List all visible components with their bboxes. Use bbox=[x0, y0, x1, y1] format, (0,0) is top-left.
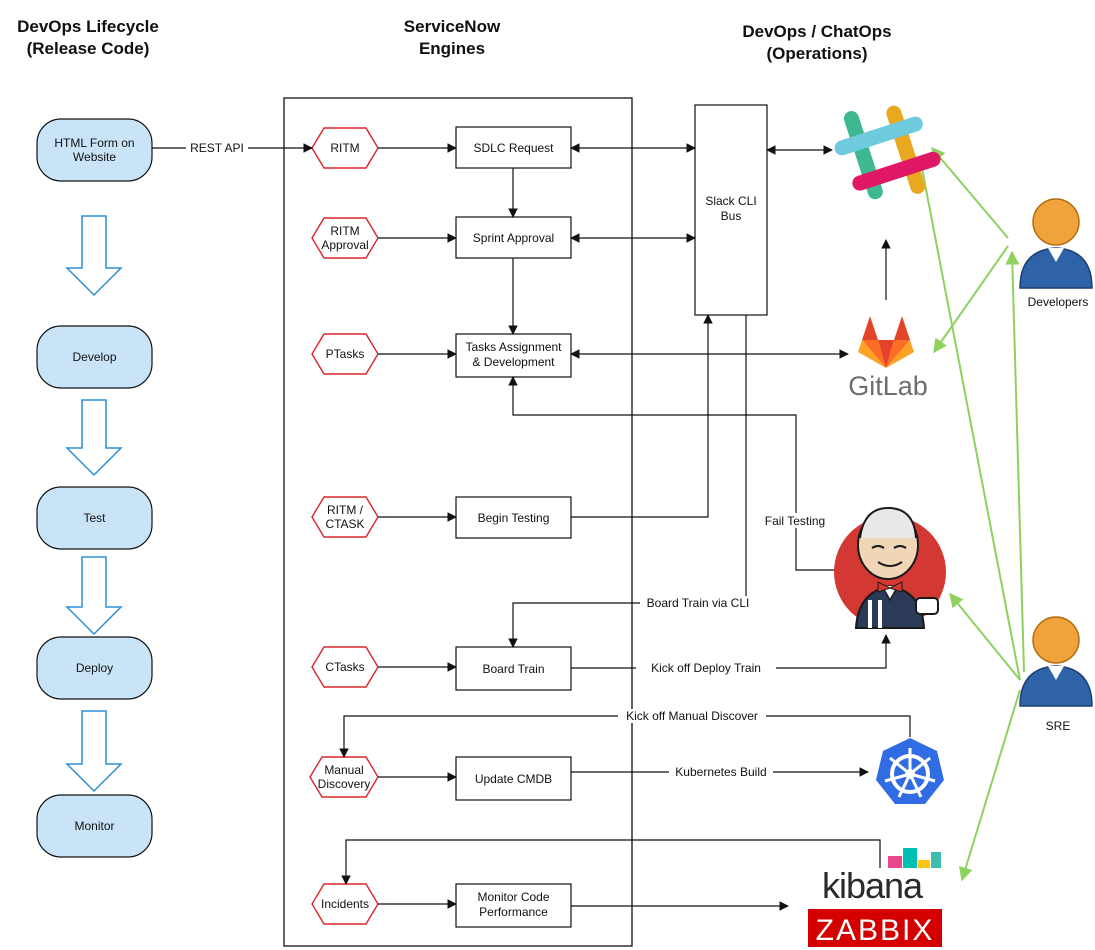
ticket-manual-discovery-line1: Manual bbox=[324, 763, 363, 777]
sre-avatar-icon bbox=[1019, 616, 1093, 707]
lifecycle-html-form: HTML Form on Website bbox=[36, 118, 153, 182]
engine-update-cmdb: Update CMDB bbox=[455, 756, 572, 801]
header-lifecycle: DevOps Lifecycle (Release Code) bbox=[17, 17, 159, 58]
zabbix-logo-icon bbox=[808, 909, 942, 947]
servicenow-container bbox=[283, 97, 633, 947]
role-sre: SRE bbox=[1046, 719, 1071, 733]
kibana-wordmark: kibana bbox=[822, 865, 924, 906]
edge-label-k8s-build: Kubernetes Build bbox=[675, 765, 766, 779]
slack-logo-icon bbox=[834, 105, 941, 200]
engine-update-cmdb-label: Update CMDB bbox=[475, 772, 552, 786]
slack-cli-bus-line1: Slack CLI bbox=[705, 194, 756, 208]
gitlab-logo-icon bbox=[858, 316, 914, 368]
lifecycle-develop: Develop bbox=[36, 325, 153, 389]
ticket-ritm-ctask-line2: CTASK bbox=[325, 517, 364, 531]
engine-tasks-assignment-line2: & Development bbox=[472, 355, 555, 369]
header-operations-line1: DevOps / ChatOps bbox=[742, 22, 891, 41]
ticket-incidents-label: Incidents bbox=[321, 897, 369, 911]
ticket-ritm-approval-line2: Approval bbox=[321, 238, 368, 252]
ticket-ritm-label: RITM bbox=[330, 141, 359, 155]
engine-begin-testing-label: Begin Testing bbox=[478, 511, 550, 525]
engine-tasks-assignment: Tasks Assignment & Development bbox=[455, 333, 572, 378]
engine-board-train-label: Board Train bbox=[482, 662, 544, 676]
header-engines-line2: Engines bbox=[419, 39, 485, 58]
ticket-ptasks: PTasks bbox=[311, 333, 379, 375]
developers-avatar-icon bbox=[1019, 198, 1093, 289]
kubernetes-logo-icon bbox=[876, 738, 944, 804]
edge-label-rest-api: REST API bbox=[190, 141, 244, 155]
engine-sprint-approval: Sprint Approval bbox=[455, 216, 572, 259]
lifecycle-develop-label: Develop bbox=[72, 350, 116, 364]
header-engines: ServiceNow Engines bbox=[404, 17, 501, 58]
down-arrow-icon bbox=[65, 215, 123, 297]
lifecycle-test-label: Test bbox=[83, 511, 106, 525]
ticket-ptasks-label: PTasks bbox=[326, 347, 365, 361]
engine-monitor-code-line2: Performance bbox=[479, 905, 548, 919]
header-lifecycle-line2: (Release Code) bbox=[27, 39, 150, 58]
edge-label-fail-testing: Fail Testing bbox=[765, 514, 825, 528]
down-arrow-icon bbox=[65, 556, 123, 636]
ticket-manual-discovery-line2: Discovery bbox=[318, 777, 371, 791]
engine-monitor-code: Monitor Code Performance bbox=[455, 883, 572, 928]
header-operations-line2: (Operations) bbox=[766, 44, 867, 63]
lifecycle-html-form-line2: Website bbox=[73, 150, 116, 164]
edge-label-kick-off-discover: Kick off Manual Discover bbox=[626, 709, 758, 723]
engine-tasks-assignment-line1: Tasks Assignment bbox=[465, 340, 562, 354]
lifecycle-deploy-label: Deploy bbox=[76, 661, 113, 675]
ticket-manual-discovery: Manual Discovery bbox=[309, 756, 379, 798]
lifecycle-test: Test bbox=[36, 486, 153, 550]
slack-cli-bus-line2: Bus bbox=[721, 209, 742, 223]
lifecycle-html-form-line1: HTML Form on bbox=[54, 136, 134, 150]
ticket-incidents: Incidents bbox=[311, 883, 379, 925]
ticket-ritm: RITM bbox=[311, 127, 379, 169]
ticket-ctasks-label: CTasks bbox=[325, 660, 364, 674]
lifecycle-monitor-label: Monitor bbox=[74, 819, 114, 833]
header-engines-line1: ServiceNow bbox=[404, 17, 501, 36]
gitlab-wordmark: GitLab bbox=[848, 371, 928, 401]
role-developers: Developers bbox=[1028, 295, 1089, 309]
down-arrow-icon bbox=[65, 399, 123, 477]
ticket-ritm-ctask-line1: RITM / bbox=[327, 503, 364, 517]
lifecycle-deploy: Deploy bbox=[36, 636, 153, 700]
engine-board-train: Board Train bbox=[455, 646, 572, 691]
green-links bbox=[915, 146, 1025, 882]
down-arrow-icon bbox=[65, 710, 123, 793]
edge-label-kick-off-deploy: Kick off Deploy Train bbox=[651, 661, 761, 675]
header-operations: DevOps / ChatOps (Operations) bbox=[742, 22, 891, 63]
ticket-ritm-approval-line1: RITM bbox=[330, 224, 359, 238]
jenkins-logo-icon bbox=[834, 506, 946, 629]
engine-sdlc-request: SDLC Request bbox=[455, 126, 572, 169]
connectors: REST API Fail Testing Board Train via CL… bbox=[152, 140, 911, 911]
edge-label-board-train-cli: Board Train via CLI bbox=[647, 596, 750, 610]
ticket-ritm-approval: RITM Approval bbox=[311, 217, 379, 259]
lifecycle-monitor: Monitor bbox=[36, 794, 153, 858]
engine-sdlc-request-label: SDLC Request bbox=[473, 141, 554, 155]
ticket-ctasks: CTasks bbox=[311, 646, 379, 688]
engine-begin-testing: Begin Testing bbox=[455, 496, 572, 539]
slack-cli-bus: Slack CLI Bus bbox=[694, 104, 768, 316]
engine-monitor-code-line1: Monitor Code bbox=[477, 890, 549, 904]
ticket-ritm-ctask: RITM / CTASK bbox=[311, 496, 379, 538]
engine-sprint-approval-label: Sprint Approval bbox=[473, 231, 554, 245]
kibana-logo-icon bbox=[888, 848, 941, 868]
zabbix-wordmark: ZABBIX bbox=[816, 914, 935, 947]
header-lifecycle-line1: DevOps Lifecycle bbox=[17, 17, 159, 36]
